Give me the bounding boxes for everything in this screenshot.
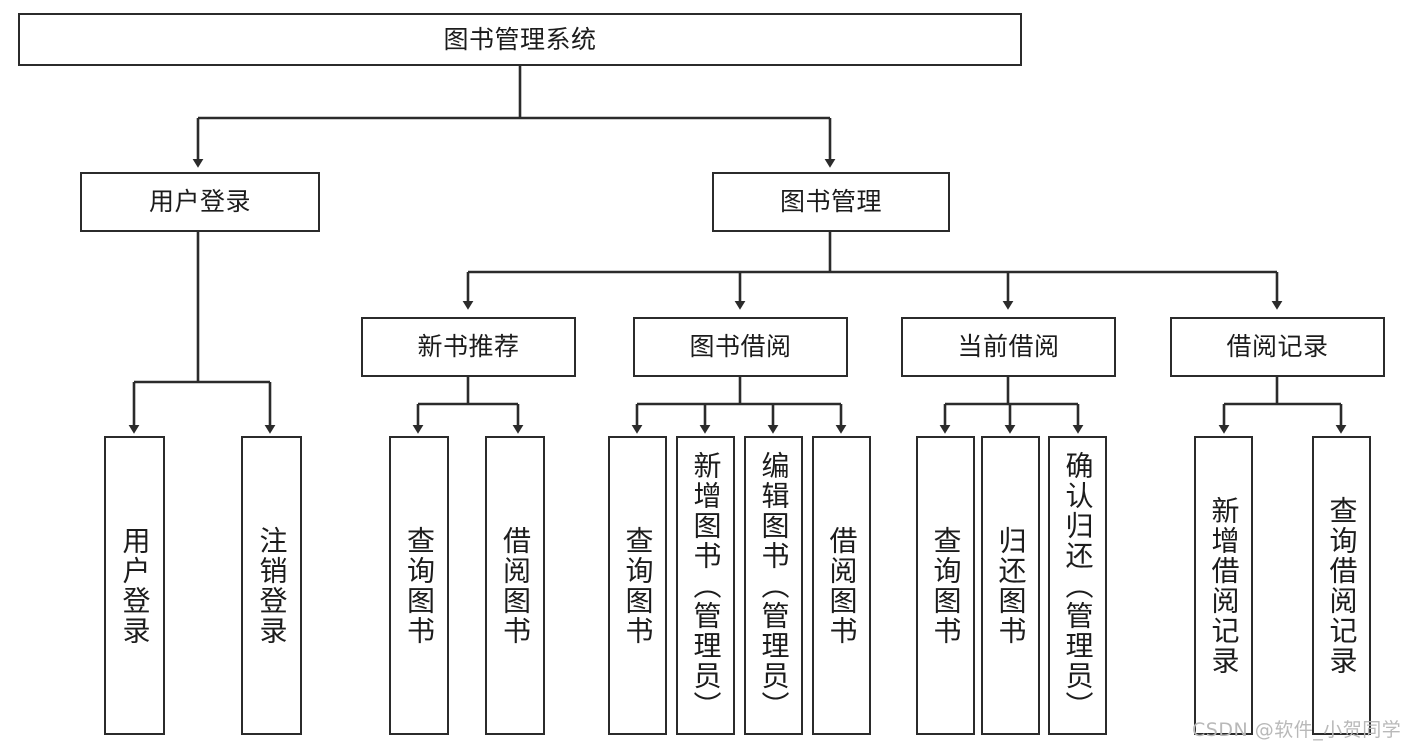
leaf-search-book-recommend[interactable]: 查询图书 <box>389 436 449 735</box>
node-user-login-label: 用户登录 <box>148 187 251 217</box>
leaf-logout[interactable]: 注销登录 <box>241 436 302 735</box>
node-book-management[interactable]: 图书管理 <box>712 172 950 232</box>
leaf-search-book-borrow[interactable]: 查询图书 <box>608 436 667 735</box>
node-new-book-recommend[interactable]: 新书推荐 <box>361 317 576 377</box>
node-borrow-record-label: 借阅记录 <box>1226 332 1329 362</box>
leaf-edit-book-admin[interactable]: 编辑图书（管理员） <box>744 436 803 735</box>
leaf-borrow-book-label: 借阅图书 <box>825 525 859 646</box>
node-book-borrow[interactable]: 图书借阅 <box>633 317 848 377</box>
leaf-logout-label: 注销登录 <box>255 525 289 646</box>
node-current-borrow[interactable]: 当前借阅 <box>901 317 1116 377</box>
leaf-return-book[interactable]: 归还图书 <box>981 436 1040 735</box>
leaf-search-book-borrow-label: 查询图书 <box>621 525 655 646</box>
node-book-borrow-label: 图书借阅 <box>689 332 792 362</box>
leaf-add-borrow-record[interactable]: 新增借阅记录 <box>1194 436 1253 735</box>
leaf-return-book-label: 归还图书 <box>994 525 1028 646</box>
leaf-user-login-label: 用户登录 <box>118 525 152 646</box>
leaf-search-book-current[interactable]: 查询图书 <box>916 436 975 735</box>
node-current-borrow-label: 当前借阅 <box>957 332 1060 362</box>
leaf-search-book-recommend-label: 查询图书 <box>403 525 436 646</box>
leaf-search-borrow-record-label: 查询借阅记录 <box>1325 495 1359 676</box>
leaf-search-book-current-label: 查询图书 <box>929 525 963 646</box>
leaf-borrow-book-recommend[interactable]: 借阅图书 <box>485 436 545 735</box>
leaf-search-borrow-record[interactable]: 查询借阅记录 <box>1312 436 1371 735</box>
leaf-add-borrow-record-label: 新增借阅记录 <box>1207 495 1241 676</box>
node-root[interactable]: 图书管理系统 <box>18 13 1022 66</box>
leaf-user-login[interactable]: 用户登录 <box>104 436 165 735</box>
leaf-add-book-admin-label: 新增图书（管理员） <box>689 450 723 721</box>
watermark-text: CSDN @软件_小贺同学 <box>1192 719 1402 741</box>
node-new-book-recommend-label: 新书推荐 <box>417 332 520 362</box>
leaf-confirm-return-admin-label: 确认归还（管理员） <box>1061 450 1095 721</box>
leaf-confirm-return-admin[interactable]: 确认归还（管理员） <box>1048 436 1107 735</box>
leaf-add-book-admin[interactable]: 新增图书（管理员） <box>676 436 735 735</box>
node-user-login[interactable]: 用户登录 <box>80 172 320 232</box>
node-book-management-label: 图书管理 <box>779 187 882 217</box>
leaf-borrow-book[interactable]: 借阅图书 <box>812 436 871 735</box>
node-root-label: 图书管理系统 <box>443 24 597 54</box>
leaf-borrow-book-recommend-label: 借阅图书 <box>499 525 532 646</box>
leaf-edit-book-admin-label: 编辑图书（管理员） <box>757 450 791 721</box>
node-borrow-record[interactable]: 借阅记录 <box>1170 317 1385 377</box>
